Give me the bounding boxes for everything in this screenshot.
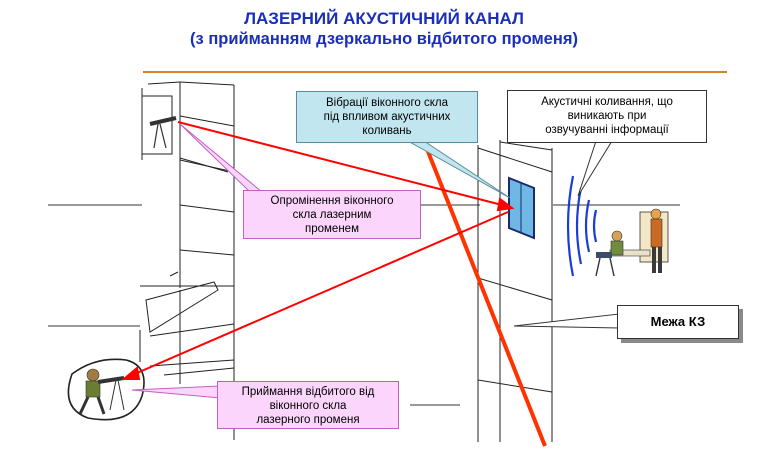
incident-beam-arrow [496,197,515,212]
receiving-pointer [131,385,221,399]
laser-emitter [149,116,177,149]
title-line-2: (з прийманням дзеркально відбитого проме… [190,30,578,48]
irradiation-pointer [179,123,264,193]
callout-vibration-line-3: коливань [362,125,412,137]
callout-irradiation-line-2: скла лазерним [292,209,372,221]
seated-person-head [611,230,623,242]
left-building [139,81,235,440]
callout-acoustic-line-3: озвучуванні інформації [545,124,669,136]
callout-irradiation: Опромінення віконного скла лазерним пром… [243,190,421,239]
callout-receiving-line-3: лазерного променя [256,414,360,426]
boundary-line [423,143,547,447]
standing-person-head [650,208,662,220]
receiver-operator [67,358,145,421]
acoustic-pointer [577,140,613,197]
incident-beam [177,121,507,207]
callout-acoustic-line-2: виникають при [567,110,647,122]
boundary-pointer [513,313,620,329]
callout-vibration-line-1: Вібрації віконного скла [325,97,448,109]
reflected-beam-arrow [121,366,141,380]
callout-acoustic: Акустичні коливання, що виникають при оз… [507,90,707,143]
laser-beams [121,121,515,380]
callout-vibration-line-2: під впливом акустичних [323,111,451,123]
callout-boundary: Межа КЗ [617,305,739,339]
callout-receiving: Приймання відбитого від віконного скла л… [217,381,399,429]
vibration-pointer [406,140,511,199]
room-people [595,208,669,277]
callout-acoustic-line-1: Акустичні коливання, що [541,96,673,108]
callout-irradiation-line-3: променем [305,223,359,235]
vibrating-window [508,176,535,240]
title-line-1: ЛАЗЕРНИЙ АКУСТИЧНИЙ КАНАЛ [244,9,524,28]
right-building [477,140,553,442]
reflected-beam [129,211,509,377]
callout-pointers [131,123,620,399]
callout-receiving-line-2: віконного скла [269,400,347,412]
callout-vibration: Вібрації віконного скла під впливом акус… [296,91,478,143]
callout-irradiation-line-1: Опромінення віконного [270,195,394,207]
operator-head [86,368,100,382]
callout-receiving-line-1: Приймання відбитого від [241,386,375,398]
sound-waves [566,175,598,277]
